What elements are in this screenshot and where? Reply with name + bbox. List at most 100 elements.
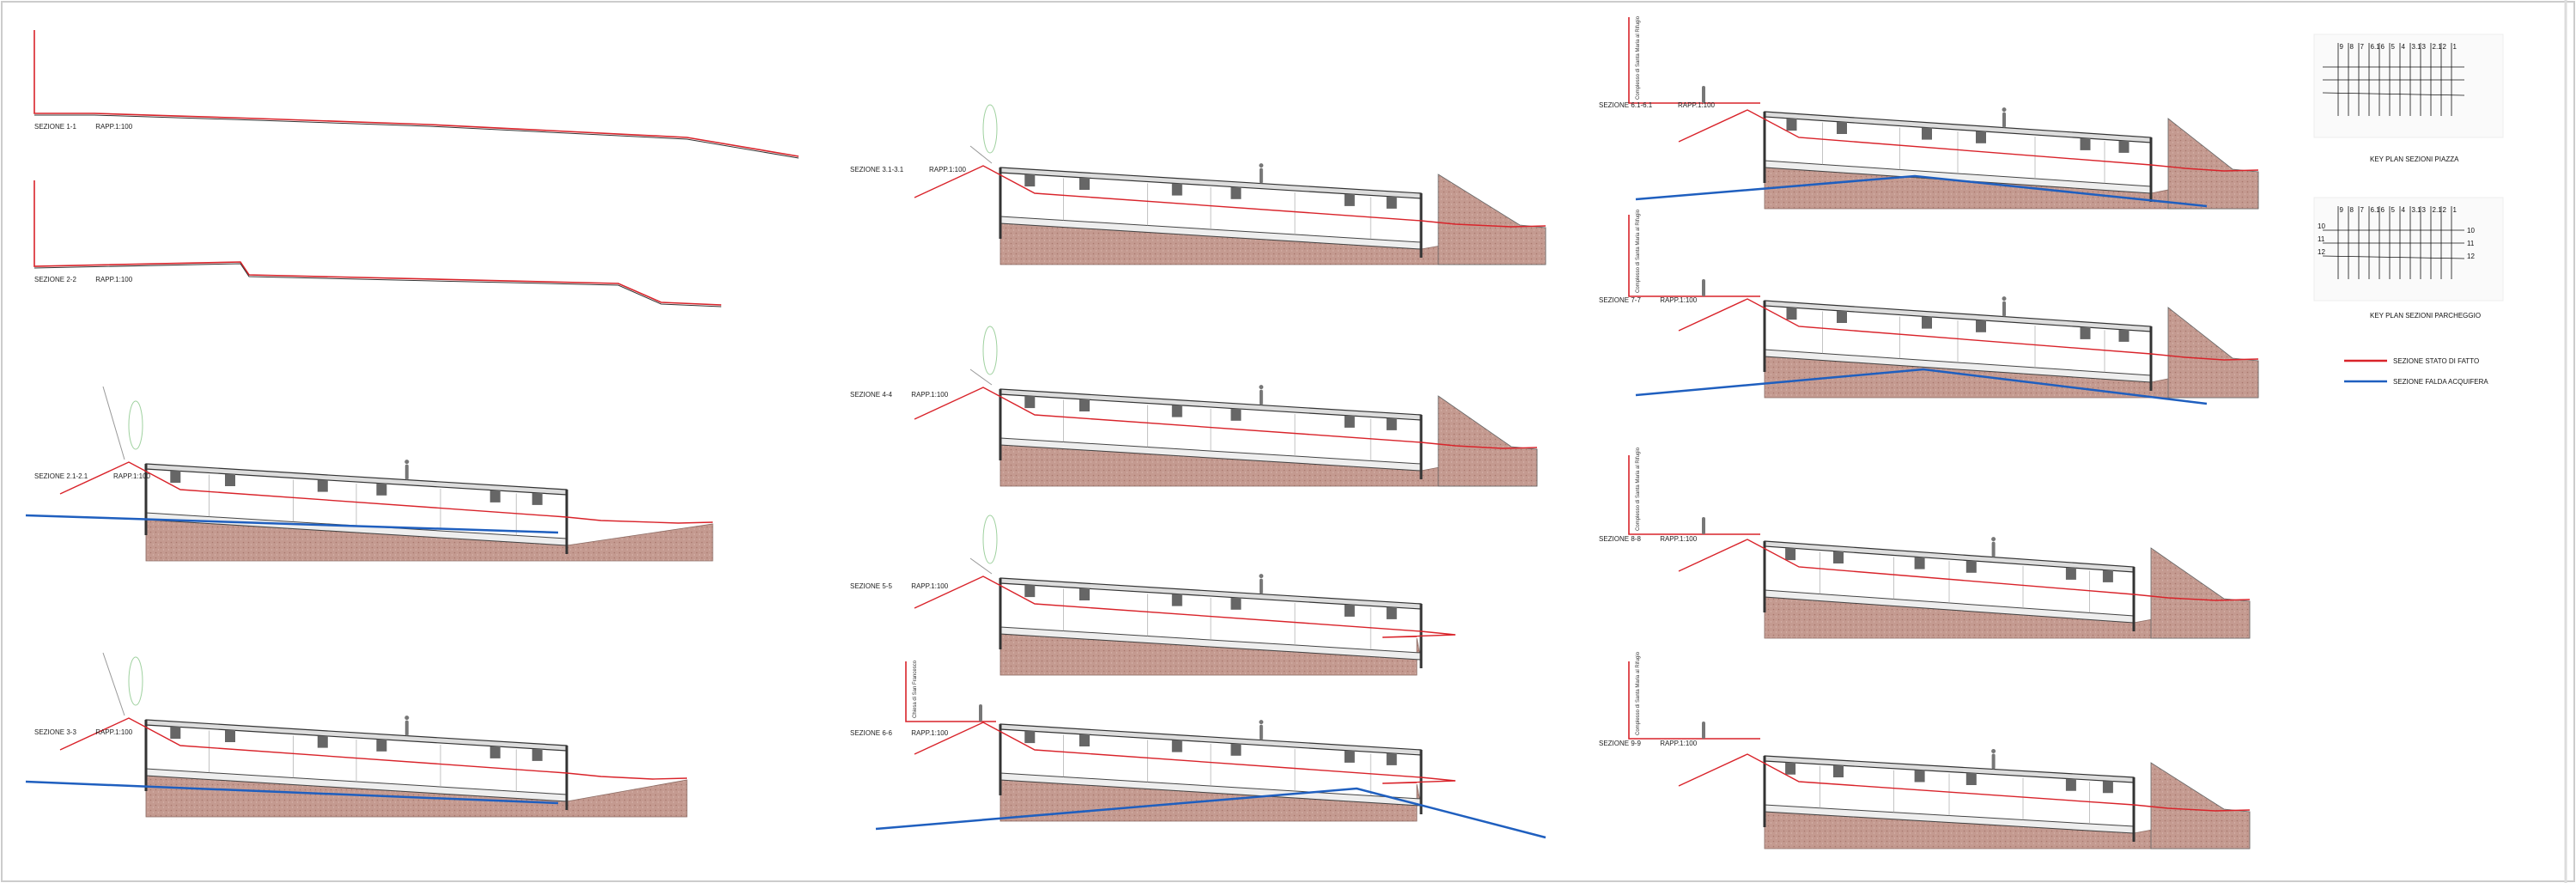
key-plan-title: KEY PLAN SEZIONI PIAZZA [2370, 155, 2459, 163]
section-scale: RAPP.1:100 [1660, 296, 1698, 304]
beam [489, 490, 501, 502]
section-cut-label: 9 [2340, 206, 2344, 214]
beam [2118, 140, 2129, 153]
person-figure [1991, 753, 1996, 770]
beam [1344, 193, 1355, 206]
embankment-fill [1437, 174, 1546, 265]
beam [1079, 178, 1090, 190]
section-scale: RAPP.1:100 [95, 276, 133, 283]
section-title: SEZIONE 9-9 [1599, 740, 1641, 747]
project-profile-line [33, 263, 722, 308]
person-figure-head [1259, 385, 1264, 390]
beam [2102, 569, 2113, 582]
aquifer-line [1635, 174, 2208, 208]
section-scale: RAPP.1:100 [929, 166, 967, 174]
section-scale: RAPP.1:100 [911, 729, 949, 737]
beam [1024, 174, 1036, 187]
adjacent-building-label: Complesso di Santa Maria al Rifugio [1636, 651, 1641, 735]
section-8-8: Complesso di Santa Maria al RifugioSEZIO… [1599, 447, 2251, 639]
section-cut-label: 6 [2381, 206, 2385, 214]
beam [1786, 119, 1797, 131]
adjacent-building-line [1628, 17, 1760, 104]
beam [1171, 594, 1182, 606]
person-figure [2002, 112, 2006, 128]
beam [376, 483, 387, 496]
section-title: SEZIONE 4-4 [850, 391, 892, 399]
section-cut-label: 6.1 [2371, 206, 2381, 214]
beam [2080, 326, 2091, 339]
beam [2080, 137, 2091, 150]
section-cut-label: 5 [2391, 206, 2396, 214]
beam [376, 739, 387, 752]
project-profile-line [34, 114, 799, 159]
section-cut-label: 6 [2381, 43, 2385, 51]
section-title: SEZIONE 2.1-2.1 [34, 472, 88, 480]
row-cut-label: 12 [2318, 248, 2325, 256]
existing-state-line [914, 575, 1456, 638]
person-figure [1259, 167, 1263, 184]
beam [170, 471, 181, 484]
section-7-7: Complesso di Santa Maria al RifugioSEZIO… [1599, 209, 2259, 405]
beam [1024, 585, 1036, 598]
adjacent-building-line [1628, 661, 1760, 740]
beam [225, 474, 235, 486]
person-figure-head [1259, 163, 1264, 168]
person-figure [1702, 517, 1705, 534]
beam [1079, 734, 1090, 746]
person-figure [1259, 578, 1263, 594]
legend-label: SEZIONE STATO DI FATTO [2393, 357, 2479, 365]
lamp-pole [969, 557, 993, 575]
section-cut-label: 2 [2443, 206, 2447, 214]
section-scale: RAPP.1:100 [95, 123, 133, 131]
ground-fill [145, 519, 714, 562]
embankment-fill [2167, 118, 2259, 210]
section-cut-label: 2 [2443, 43, 2447, 51]
beam [1024, 396, 1036, 409]
beam [1230, 597, 1242, 610]
section-cut-label: 9 [2340, 43, 2344, 51]
section-title: SEZIONE 7-7 [1599, 296, 1641, 304]
aquifer-line [25, 514, 559, 534]
lamp-pole [969, 145, 993, 164]
person-figure [979, 704, 982, 722]
section-cut-label: 4 [2402, 43, 2406, 51]
person-figure [1702, 86, 1705, 103]
section-4-4: SEZIONE 4-4 RAPP.1:100 [850, 326, 1538, 487]
beam [1837, 122, 1847, 134]
tree-outline [982, 326, 998, 375]
tree-outline [982, 515, 998, 564]
existing-state-line [59, 461, 714, 524]
row-cut-label: 10 [2467, 227, 2475, 234]
section-cut-label: 1 [2453, 206, 2458, 214]
person-figure [1702, 279, 1705, 296]
existing-state-line [914, 722, 1456, 784]
beam [1914, 770, 1925, 783]
tree-outline [982, 104, 998, 154]
person-figure-head [1991, 749, 1996, 753]
beam [225, 730, 235, 742]
beam [1386, 606, 1397, 619]
beam [489, 746, 501, 758]
beam [1785, 548, 1796, 561]
person-figure [1702, 722, 1705, 739]
beam [1386, 417, 1397, 430]
section-scale: RAPP.1:100 [911, 582, 949, 590]
beam [1386, 196, 1397, 209]
row-cut-line [2322, 92, 2465, 96]
section-scale: RAPP.1:100 [911, 391, 949, 399]
adjacent-building-line [905, 661, 996, 722]
section-scale: RAPP.1:100 [1678, 101, 1716, 109]
section-cut-label: 6.1 [2371, 43, 2381, 51]
section-cut-label: 3.1 [2412, 43, 2422, 51]
beam [2065, 567, 2076, 580]
aquifer-line [25, 780, 559, 805]
